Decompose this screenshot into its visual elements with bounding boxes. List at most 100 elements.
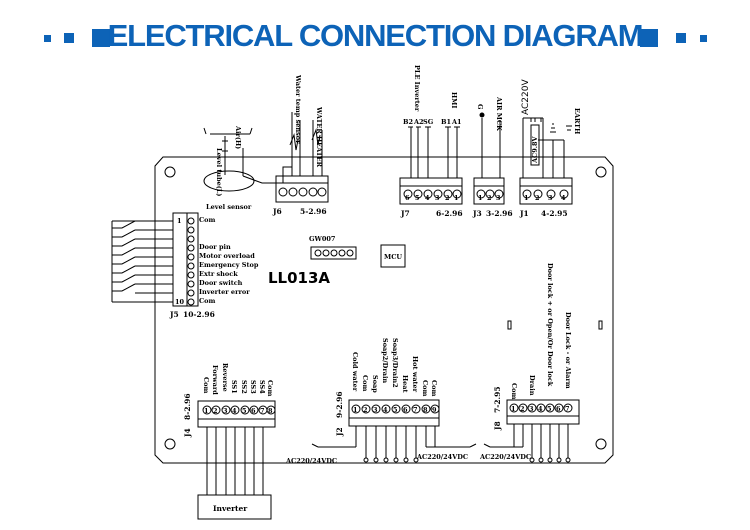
j5-connector [172, 212, 199, 307]
j8-pin-6: 6 [556, 405, 561, 413]
j4-label-forward: Forward [211, 365, 219, 395]
pcb-outline [154, 156, 614, 464]
j1-pin-4: 4 [561, 194, 566, 202]
j7-pin-6: 6 [405, 194, 410, 202]
j8-pin-4: 4 [538, 405, 543, 413]
j2-label-7: Hot water [411, 356, 419, 393]
j6-label: J6 [272, 207, 282, 216]
j2-pin-1: 1 [353, 406, 358, 414]
j4-label-ss1: SS1 [230, 380, 238, 394]
j8-pin-1: 1 [511, 405, 516, 413]
j7-top-label-1: PLE Inverter [413, 65, 421, 112]
j8-label: J8 [493, 421, 502, 431]
j2-pin-4: 4 [383, 406, 388, 414]
j2-label-3: Soap [371, 375, 379, 393]
j3-pin-1: 1 [478, 194, 483, 202]
j2-label-8: Com [421, 380, 429, 397]
ac220v-label: AC220V [521, 79, 531, 115]
banner-square [676, 33, 686, 43]
j2-pin-2: 2 [363, 406, 368, 414]
water-temp-label: Water temp sensor [294, 74, 302, 144]
j2-label: J2 [335, 427, 344, 437]
j5-label-8: Door switch [199, 279, 243, 287]
j1-pin-2: 2 [535, 194, 540, 202]
earth-label: EARTH [573, 108, 581, 134]
j7-wire-b2: B2 [403, 118, 413, 126]
j5-label-10: Com [199, 297, 216, 305]
j2-pin-5: 5 [393, 406, 398, 414]
mounting-hole [164, 438, 176, 450]
j5-spec: 10-2.96 [183, 310, 215, 319]
gw007-label: GW007 [309, 235, 335, 243]
j8-label-com: Com [510, 383, 518, 400]
air-label: Air(H) [234, 125, 242, 149]
j5-label: J5 [169, 310, 179, 319]
j3-top-label-2: AIR MCK [495, 96, 503, 131]
mcu-chip [380, 244, 406, 268]
j4-pin-5: 5 [242, 407, 247, 415]
j8-label-door-lock-plus: Door lock + or Open/Or Door lock [546, 263, 554, 387]
level-sensor-label: Level sensor [206, 203, 252, 211]
j7-pin-2: 2 [445, 194, 450, 202]
j5-pins [187, 217, 195, 306]
j3-pin-3: 3 [496, 194, 501, 202]
j4-pin-1: 1 [204, 407, 209, 415]
j1-spec: 4-2.95 [541, 209, 568, 218]
j4-pin-3: 3 [223, 407, 228, 415]
banner-square [92, 29, 110, 47]
j1-pin-3: 3 [548, 194, 553, 202]
j2-connector [348, 399, 440, 427]
j2-label-5: Soap3/Drain2 [391, 338, 399, 388]
j7-top-label-2: HMI [450, 92, 458, 108]
j8-pin-3: 3 [529, 405, 534, 413]
j7-wire-sg: SG [423, 118, 434, 126]
ac9v8-label: AC9.8V [531, 135, 539, 164]
j8-connector [506, 399, 580, 425]
j1-pin-1: 1 [524, 194, 529, 202]
j8-supply: AC220/24VDC [479, 453, 531, 461]
ac9v8-label-box [530, 124, 540, 166]
j7-label: J7 [400, 209, 410, 218]
j5-label-9: Inverter error [199, 288, 250, 296]
j5-label-7: Extr shock [199, 270, 238, 278]
j6-connector [275, 175, 329, 203]
j7-pin-4: 4 [425, 194, 430, 202]
j2-pin-8: 8 [423, 406, 428, 414]
j2-pin-6: 6 [403, 406, 408, 414]
j4-label-com2: Com [266, 380, 274, 397]
j4-pin-7: 7 [260, 407, 265, 415]
level-sensor [203, 170, 255, 192]
j4-label-ss2: SS2 [240, 380, 248, 394]
j2-pin-3: 3 [373, 406, 378, 414]
j2-supply-right: AC220/24VDC [416, 453, 468, 461]
j7-wire-a1: A1 [451, 118, 462, 126]
j5-pin-1: 1 [177, 217, 182, 225]
j4-pin-4: 4 [232, 407, 237, 415]
j1-label: J1 [519, 209, 529, 218]
j4-label: J4 [183, 428, 192, 438]
j4-pin-8: 8 [268, 407, 273, 415]
mounting-hole [595, 166, 607, 178]
banner-square [64, 33, 74, 43]
j1-connector [519, 177, 573, 205]
j4-label-reverse: Reverse [221, 363, 229, 392]
j2-label-1: Cold water [351, 352, 359, 392]
j2-supply-left: AC220/24VDC [285, 457, 337, 465]
level-tube-label: Level tube(L) [215, 148, 223, 196]
j3-connector [473, 177, 505, 205]
j2-label-4: Soap2/Drain [381, 338, 389, 383]
mcu-label: MCU [384, 253, 402, 261]
slot [507, 320, 512, 330]
banner-square [44, 35, 51, 42]
j7-pin-1: 1 [454, 194, 459, 202]
j7-pin-5: 5 [415, 194, 420, 202]
j4-spec: 8-2.96 [183, 393, 192, 420]
j4-pin-2: 2 [213, 407, 218, 415]
j3-top-label-1: G [476, 104, 484, 110]
j6-pins [278, 187, 327, 197]
j8-label-door-lock-minus: Door Lock - or Alarm [564, 312, 572, 389]
mounting-hole [595, 438, 607, 450]
banner-square [640, 29, 658, 47]
j5-label-4: Door pin [199, 243, 231, 251]
